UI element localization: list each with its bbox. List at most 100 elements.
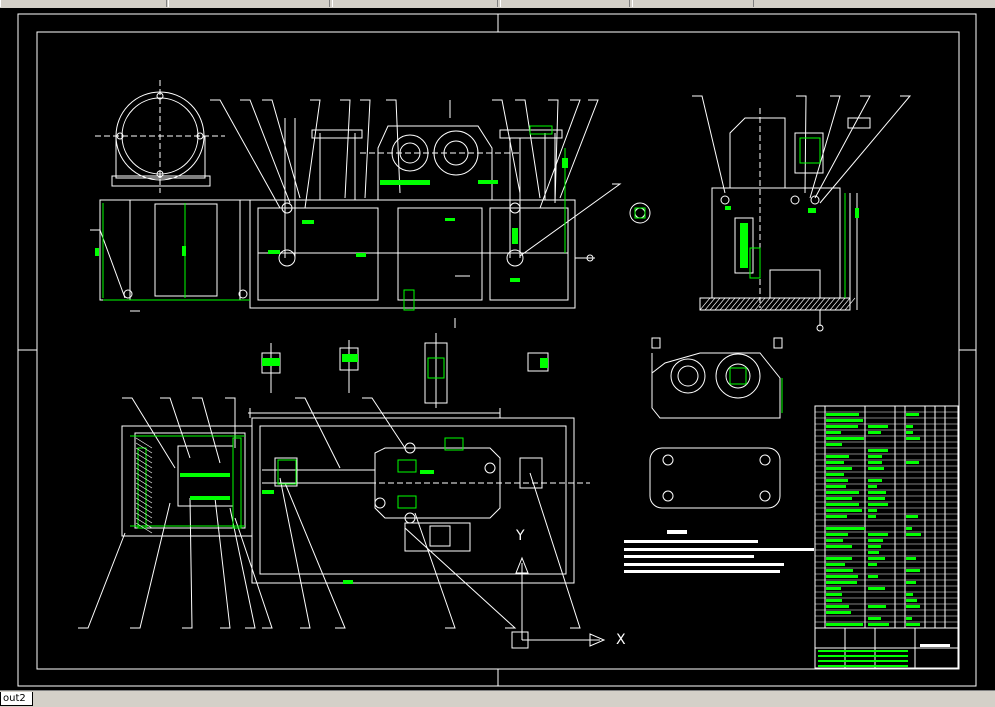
toolbar-cell-4[interactable]: [500, 0, 630, 7]
parts-list-note-cell: [906, 515, 918, 518]
parts-list-name-cell: [826, 611, 851, 614]
hatch-line: [760, 298, 770, 310]
toolbar-cell-1[interactable]: [0, 0, 167, 7]
parts-list-name-cell: [826, 587, 841, 590]
hatch-line: [780, 298, 790, 310]
drawing-canvas[interactable]: Y X: [0, 8, 995, 690]
hatch-line: [795, 298, 805, 310]
parts-list-note-cell: [906, 527, 912, 530]
parts-list-material-cell: [868, 533, 888, 536]
parts-list-material-cell: [868, 545, 881, 548]
cylinder-body: [100, 200, 250, 300]
parts-list-name-cell: [826, 485, 846, 488]
parts-list-note-cell: [906, 461, 919, 464]
parts-list-note-cell: [906, 623, 920, 626]
parts-list-name-cell: [826, 563, 845, 566]
parts-list-note-cell: [906, 431, 913, 434]
hatch-line: [745, 298, 755, 310]
parts-list-material-cell: [868, 497, 885, 500]
parts-list-material-cell: [868, 479, 882, 482]
hatch-line: [830, 298, 840, 310]
hatch-line: [785, 298, 795, 310]
parts-list-name-cell: [826, 431, 841, 434]
base-frame: [250, 200, 575, 308]
parts-list-name-cell: [826, 569, 853, 572]
hatch-line: [840, 298, 850, 310]
parts-list-note-cell: [906, 533, 921, 536]
parts-list-name-cell: [826, 533, 848, 536]
parts-list-material-cell: [868, 509, 877, 512]
hatch-line: [740, 298, 750, 310]
hatch-line: [700, 298, 710, 310]
parts-list-material-cell: [868, 605, 886, 608]
parts-list-material-cell: [868, 467, 884, 470]
hatch-line: [805, 298, 815, 310]
parts-list-note-cell: [906, 605, 920, 608]
title-block-entry: [818, 655, 908, 657]
title-block-entry: [818, 665, 908, 667]
parts-list-name-cell: [826, 413, 859, 416]
working-diagram: [652, 353, 780, 418]
toolbar-cell-2[interactable]: [168, 0, 330, 7]
hatch-line: [770, 298, 780, 310]
parts-list-material-cell: [868, 425, 888, 428]
layout-tab[interactable]: out2: [0, 692, 33, 706]
title-block-entry: [818, 650, 908, 652]
hatch-line: [710, 298, 720, 310]
ucs-y-label: Y: [516, 528, 525, 544]
parts-list-name-cell: [826, 443, 842, 446]
parts-list-name-cell: [826, 593, 842, 596]
parts-list-note-cell: [906, 437, 920, 440]
parts-list-material-cell: [868, 575, 878, 578]
hatch-line: [810, 298, 820, 310]
parts-list-name-cell: [826, 491, 859, 494]
parts-list-name-cell: [826, 479, 848, 482]
parts-list-material-cell: [868, 485, 877, 488]
parts-list-material-cell: [868, 551, 879, 554]
parts-list-note-cell: [906, 599, 917, 602]
cad-drawing: [0, 8, 995, 690]
hatch-line: [136, 438, 152, 448]
parts-list-name-cell: [826, 437, 864, 440]
parts-list-material-cell: [868, 455, 882, 458]
hatch-line: [790, 298, 800, 310]
parts-list-material-cell: [868, 557, 885, 560]
parts-list-note-cell: [906, 557, 916, 560]
parts-list-name-cell: [826, 467, 852, 470]
hatch-line: [720, 298, 730, 310]
hatch-line: [820, 298, 830, 310]
hatch-line: [735, 298, 745, 310]
parts-list-material-cell: [868, 491, 886, 494]
parts-list-name-cell: [826, 503, 859, 506]
parts-list-name-cell: [826, 509, 862, 512]
parts-list-name-cell: [826, 599, 842, 602]
parts-list-note-cell: [906, 413, 919, 416]
ucs-x-label: X: [616, 632, 626, 648]
layout-tab-bar: out2: [0, 690, 995, 707]
parts-list-name-cell: [826, 515, 847, 518]
hatch-line: [765, 298, 775, 310]
parts-list-name-cell: [826, 455, 849, 458]
title-block-entry: [818, 660, 908, 662]
parts-list-name-cell: [826, 473, 844, 476]
hatch-line: [835, 298, 845, 310]
parts-list-name-cell: [826, 461, 844, 464]
parts-list-note-cell: [906, 569, 920, 572]
hatch-line: [730, 298, 740, 310]
toolbar-cell-5[interactable]: [632, 0, 754, 7]
parts-list-name-cell: [826, 539, 843, 542]
hatch-line: [715, 298, 725, 310]
parts-list-name-cell: [826, 527, 865, 530]
parts-list-name-cell: [826, 575, 858, 578]
hatch-line: [705, 298, 715, 310]
sheet-outer-border: [18, 14, 976, 686]
parts-list-material-cell: [868, 461, 882, 464]
parts-list-material-cell: [868, 515, 876, 518]
hatch-line: [725, 298, 735, 310]
parts-list-note-cell: [906, 581, 916, 584]
parts-list-note-cell: [906, 425, 913, 428]
toolbar-cell-3[interactable]: [332, 0, 498, 7]
hatch-line: [775, 298, 785, 310]
parts-list-name-cell: [826, 545, 852, 548]
parts-list-material-cell: [868, 449, 888, 452]
